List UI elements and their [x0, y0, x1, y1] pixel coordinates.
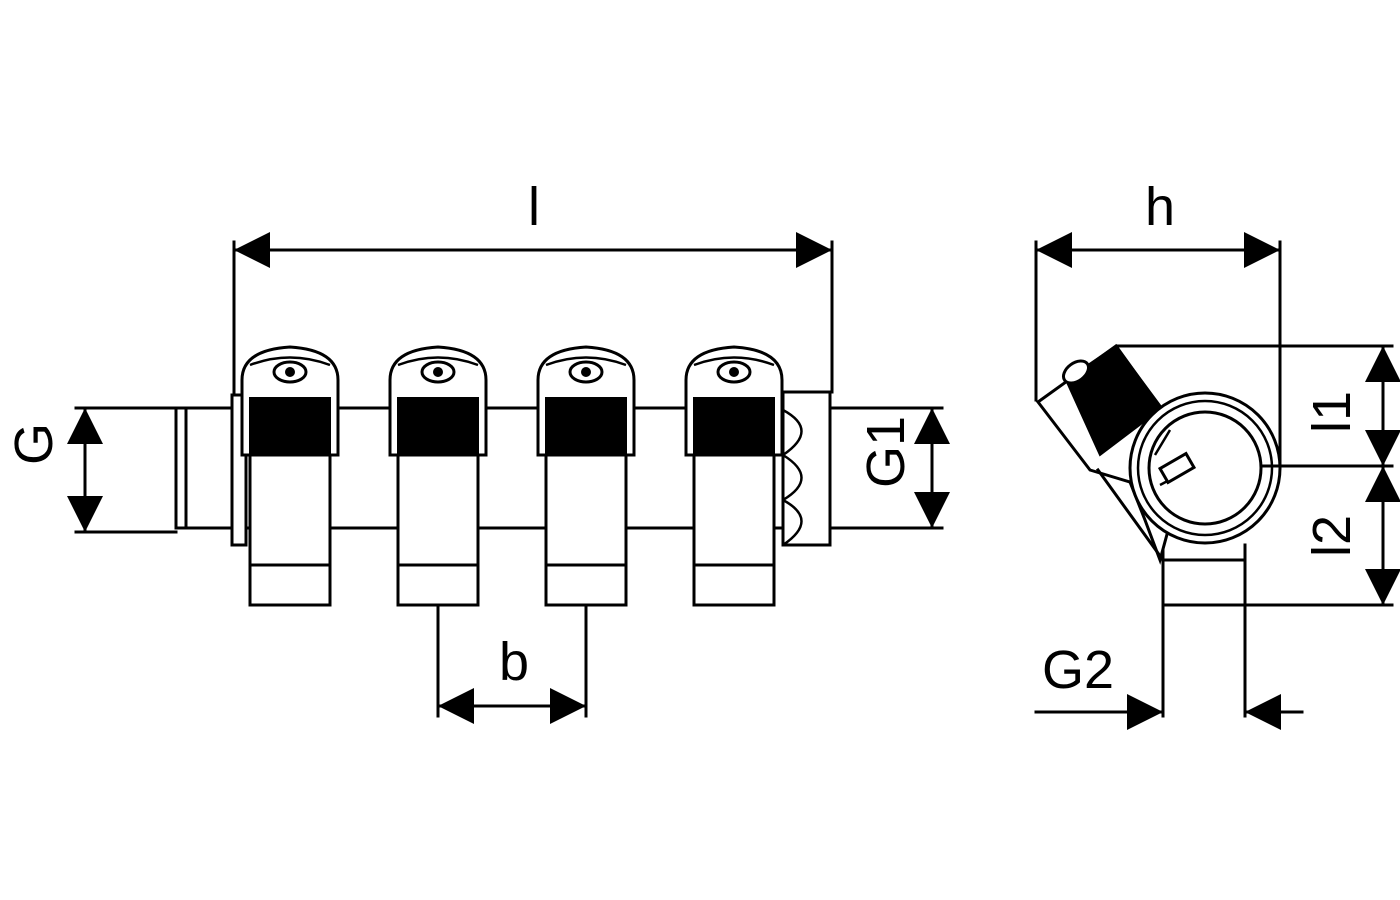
side-outlet	[1161, 543, 1247, 607]
dimension-end-thread: G1	[828, 406, 950, 530]
dimension-height: h	[1034, 177, 1282, 470]
dimension-offsets: l1 l2	[1116, 344, 1400, 607]
dimension-label-l1: l1	[1302, 391, 1362, 433]
dimension-label-g: G	[4, 423, 64, 465]
dimension-label-b: b	[499, 632, 529, 692]
valve-outlet-2	[388, 345, 488, 607]
dimension-main-thread: G	[4, 406, 178, 534]
inlet-thread	[174, 393, 248, 547]
end-thread	[781, 390, 832, 547]
side-body-ring	[1128, 391, 1282, 545]
dimension-label-g1: G1	[856, 416, 916, 488]
dimension-label-l: l	[528, 177, 540, 237]
dimension-spacing: b	[436, 603, 588, 724]
dimension-outlet-thread: G2	[1034, 603, 1304, 730]
valve-outlet-3	[536, 345, 636, 607]
valve-outlet-1	[240, 345, 340, 607]
dimension-label-l2: l2	[1302, 515, 1362, 557]
front-view: l G G1 b	[4, 177, 950, 724]
dimension-label-h: h	[1145, 177, 1175, 237]
dimension-label-g2: G2	[1042, 640, 1114, 700]
side-view: h l1 l2 G2	[1034, 177, 1400, 730]
valve-outlets	[240, 345, 784, 607]
valve-outlet-4	[684, 345, 784, 607]
dimension-length: l	[232, 177, 834, 394]
